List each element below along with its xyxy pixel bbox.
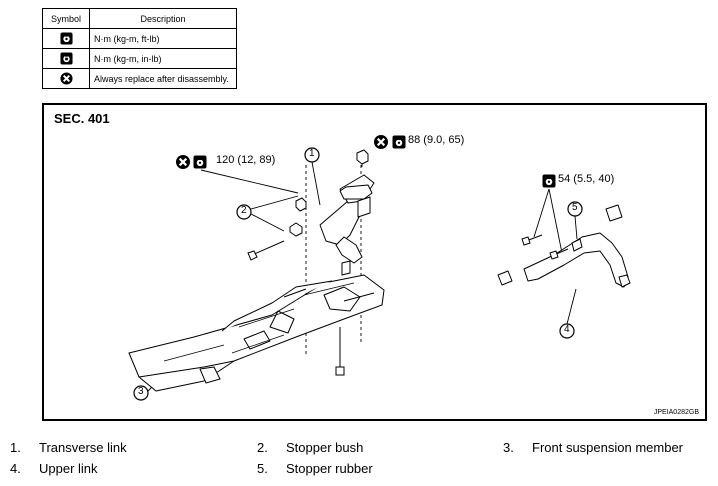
callout-number-1: 1 [309, 148, 315, 159]
callout-circle-3 [133, 385, 149, 401]
section-label: SEC. 401 [54, 111, 110, 126]
suspension-drawing [128, 133, 631, 401]
callout-circle-2 [236, 204, 252, 220]
symbol-legend-table: Symbol Description N·m (kg-m, ft-lb) N·m… [42, 8, 237, 89]
legend-description-2: N·m (kg-m, in-lb) [89, 48, 237, 69]
replace-part-icon [174, 153, 192, 171]
torque-wrench-icon [542, 174, 556, 188]
torque-wrench-icon [392, 135, 406, 149]
replace-part-icon [59, 72, 73, 85]
torque-wrench-small-icon [59, 52, 73, 65]
torque-label-stopper-nut: 120 (12, 89) [216, 154, 276, 166]
callout-number-2: 2 [241, 205, 247, 216]
legend-description-3: Always replace after disassembly. [89, 68, 237, 89]
torque-wrench-icon [59, 32, 73, 45]
callout-number-3: 3 [138, 386, 144, 397]
torque-wrench-icon [193, 155, 207, 169]
figure-code: JPEIA0282GB [653, 409, 699, 416]
exploded-diagram: SEC. 401 [42, 103, 707, 421]
legend-description-1: N·m (kg-m, ft-lb) [89, 28, 237, 49]
legend-header-description: Description [89, 8, 237, 29]
legend-header-symbol: Symbol [42, 8, 90, 29]
replace-part-icon [372, 133, 390, 151]
torque-label-upper-link-bolts: 54 (5.5, 40) [558, 173, 615, 185]
callout-number-5: 5 [572, 202, 578, 213]
callout-number-4: 4 [564, 324, 570, 335]
torque-label-top-nut: 88 (9.0, 65) [408, 134, 465, 146]
